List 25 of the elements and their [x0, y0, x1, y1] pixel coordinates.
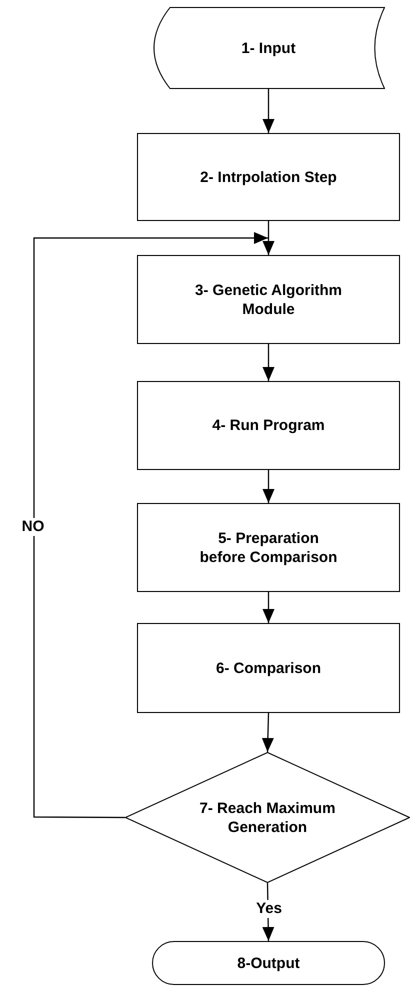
node-text: 1- Input	[241, 38, 296, 58]
arrow	[262, 89, 274, 133]
process-box	[137, 255, 400, 344]
arrow	[262, 470, 274, 503]
edge-label: Yes	[254, 900, 284, 918]
process-box	[137, 503, 400, 592]
node-text: 4- Run Program	[212, 416, 325, 435]
node-text: 7- Reach Maximum Generation	[198, 798, 336, 836]
arrow	[262, 344, 274, 381]
arrow	[262, 712, 274, 752]
node-text: 3- Genetic Algorithm Module	[194, 280, 343, 318]
process-box	[137, 133, 400, 221]
edge-label: NO	[20, 518, 46, 536]
process-box	[137, 623, 400, 713]
process-box	[137, 381, 400, 470]
node-text: 2- Intrpolation Step	[200, 168, 337, 186]
node-text: 8-Output	[237, 954, 300, 972]
input-shape	[152, 7, 385, 89]
terminal-shape	[152, 941, 385, 985]
arrow	[33, 232, 268, 818]
arrow	[262, 592, 274, 623]
node-text: 6- Comparison	[216, 658, 321, 678]
arrow	[262, 221, 274, 255]
decision-diamond	[125, 752, 410, 883]
node-text: 5- Preparation before Comparison	[198, 528, 338, 566]
